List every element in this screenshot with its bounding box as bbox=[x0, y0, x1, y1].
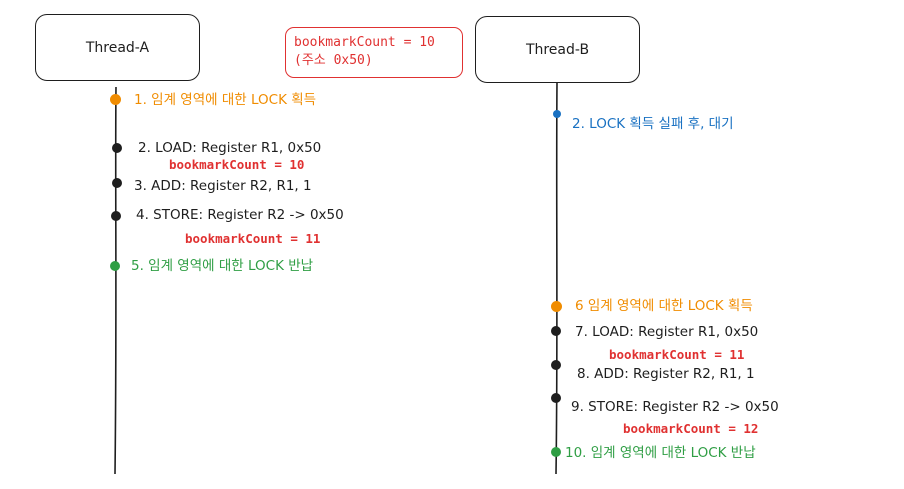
step-label: 3. ADD: Register R2, R1, 1 bbox=[134, 178, 312, 194]
memory-note-value: bookmarkCount = 10 bbox=[294, 35, 435, 50]
step-label: 5. 임계 영역에 대한 LOCK 반납 bbox=[131, 258, 314, 274]
step-label: 10. 임계 영역에 대한 LOCK 반납 bbox=[565, 445, 756, 461]
thread-a-title: Thread-A bbox=[85, 39, 150, 56]
step-value: bookmarkCount = 10 bbox=[169, 157, 305, 172]
memory-note: bookmarkCount = 10 (주소 0x50) bbox=[285, 27, 463, 78]
thread-a-lifeline bbox=[114, 86, 117, 475]
step-dot bbox=[110, 261, 120, 271]
step-dot bbox=[551, 326, 561, 336]
step-label: 7. LOAD: Register R1, 0x50 bbox=[575, 324, 759, 340]
step-dot bbox=[551, 301, 562, 312]
step-label: 6 임계 영역에 대한 LOCK 획득 bbox=[575, 298, 753, 314]
thread-a-box: Thread-A bbox=[35, 14, 200, 81]
step-dot bbox=[553, 110, 561, 118]
step-value: bookmarkCount = 11 bbox=[609, 347, 745, 362]
step-value: bookmarkCount = 12 bbox=[623, 421, 759, 436]
step-dot bbox=[112, 178, 122, 188]
step-dot bbox=[111, 211, 121, 221]
step-dot bbox=[112, 143, 122, 153]
step-label: 2. LOAD: Register R1, 0x50 bbox=[138, 140, 322, 156]
step-label: 2. LOCK 획득 실패 후, 대기 bbox=[572, 116, 734, 132]
step-value: bookmarkCount = 11 bbox=[185, 231, 321, 246]
thread-b-lifeline bbox=[555, 82, 558, 475]
step-dot bbox=[551, 360, 561, 370]
step-label: 1. 임계 영역에 대한 LOCK 획득 bbox=[134, 92, 317, 108]
thread-b-box: Thread-B bbox=[475, 16, 640, 83]
step-label: 9. STORE: Register R2 -> 0x50 bbox=[571, 399, 779, 415]
step-dot bbox=[110, 94, 121, 105]
step-dot bbox=[551, 393, 561, 403]
step-label: 8. ADD: Register R2, R1, 1 bbox=[577, 366, 755, 382]
memory-note-address: (주소 0x50) bbox=[294, 53, 373, 68]
thread-b-title: Thread-B bbox=[525, 41, 590, 58]
step-label: 4. STORE: Register R2 -> 0x50 bbox=[136, 207, 344, 223]
step-dot bbox=[551, 447, 561, 457]
